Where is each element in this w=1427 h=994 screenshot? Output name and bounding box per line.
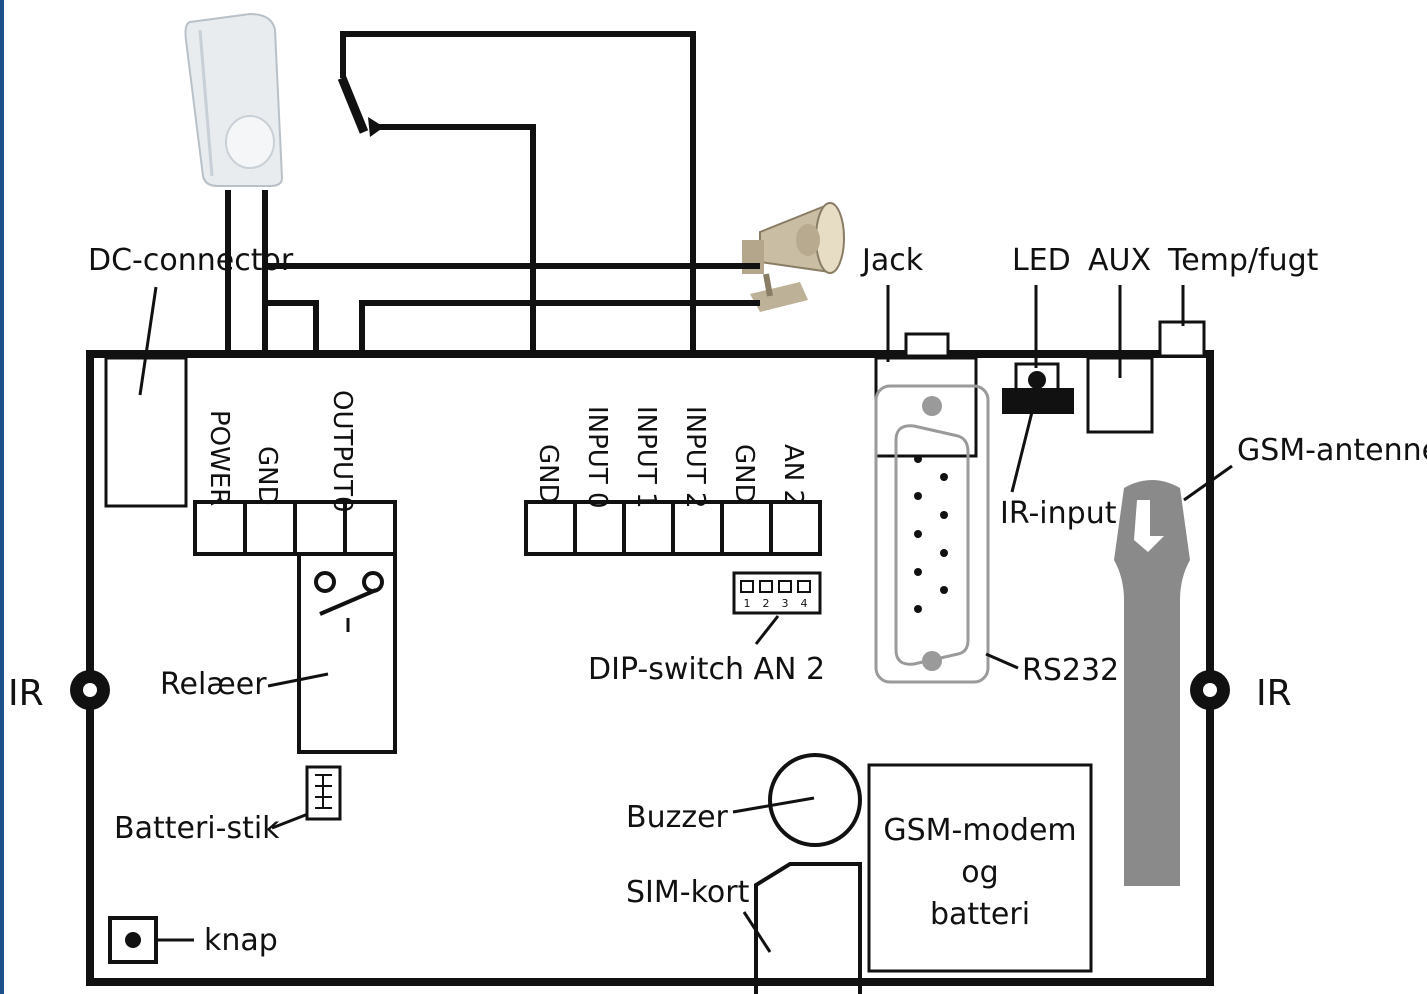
label-gsm-modem-line2: og: [961, 855, 998, 890]
left-border-strip: [0, 0, 4, 994]
knap-button-icon: [108, 916, 158, 964]
wire-switch-input2: [340, 31, 696, 356]
terminal-label-input2: INPUT 2: [680, 406, 710, 509]
label-ir-left: IR: [8, 673, 44, 714]
terminal-label-gnd-2: GND: [729, 444, 759, 504]
dip-number-3: 3: [782, 597, 789, 610]
dip-number-1: 1: [744, 597, 751, 610]
wire-output-siren: [359, 300, 760, 356]
terminal-label-gnd-1: GND: [533, 444, 563, 504]
battery-connector-icon: [305, 765, 342, 821]
label-sim-kort: SIM-kort: [626, 875, 750, 910]
sim-card-leader: [742, 911, 772, 953]
terminal-label-gnd-left: GND: [252, 446, 282, 506]
terminal-label-input0: INPUT 0: [582, 406, 612, 509]
dip-number-2: 2: [763, 597, 770, 610]
rs232-connector: [874, 384, 990, 684]
label-dc-connector: DC-connector: [88, 243, 294, 278]
terminal-label-output0: OUTPUT0: [327, 390, 357, 513]
relay-component: [297, 552, 397, 754]
label-ir-right: IR: [1256, 673, 1292, 714]
label-gsm-modem-line3: batteri: [930, 897, 1030, 932]
dip-number-4: 4: [801, 597, 808, 610]
dc-connector-block: [104, 356, 188, 508]
wires: [225, 31, 760, 356]
terminal-label-input1: INPUT 1: [631, 406, 661, 509]
wire-gnd-to-siren: [268, 300, 319, 356]
label-gsm-modem-line1: GSM-modem: [883, 813, 1076, 848]
label-led: LED: [1012, 243, 1071, 278]
sim-card-slot: [754, 862, 862, 994]
buzzer-component: [768, 753, 862, 847]
dc-connector-leader: [138, 286, 158, 396]
relay-leader: [267, 672, 329, 688]
label-temp-fugt: Temp/fugt: [1167, 243, 1319, 278]
label-rs232: RS232: [1022, 653, 1119, 688]
label-buzzer: Buzzer: [626, 800, 729, 835]
terminal-label-an2: AN 2: [778, 444, 808, 506]
label-relaeer: Relæer: [160, 667, 267, 702]
label-dip-switch: DIP-switch AN 2: [588, 652, 825, 687]
label-gsm-antenne: GSM-antenne: [1237, 433, 1427, 468]
gsm-antenna-icon: [1114, 480, 1190, 886]
board-outline: [86, 350, 1214, 986]
label-batteri-stik: Batteri-stik: [114, 811, 280, 846]
terminal-label-power: POWER: [204, 410, 234, 506]
buzzer-leader: [732, 796, 815, 814]
gsm-modem-box: [867, 763, 1093, 973]
label-aux: AUX: [1088, 243, 1151, 278]
gsm-antenna-leader: [1183, 464, 1233, 502]
siren-horn-icon: [742, 202, 845, 312]
label-knap: knap: [204, 923, 278, 958]
temp-fugt-connector: [1158, 320, 1206, 358]
terminal-block-left: [193, 500, 397, 556]
external-switch-icon: [337, 76, 384, 137]
ir-right-icon: [1190, 670, 1230, 710]
battery-connector-leader: [271, 812, 309, 830]
dip-switch-component: 1 2 3 4: [732, 571, 822, 615]
wire-input0-switch: [370, 124, 536, 356]
terminal-block-right: [524, 500, 822, 556]
motion-sensor-icon: [184, 12, 284, 187]
rs232-leader: [985, 652, 1019, 670]
led-ir-component: [1002, 362, 1074, 414]
dip-switch-leader: [754, 615, 780, 645]
ir-input-leader: [1010, 403, 1036, 493]
ir-left-icon: [70, 670, 110, 710]
label-jack: Jack: [860, 243, 924, 278]
label-ir-input: IR-input: [1000, 496, 1117, 531]
